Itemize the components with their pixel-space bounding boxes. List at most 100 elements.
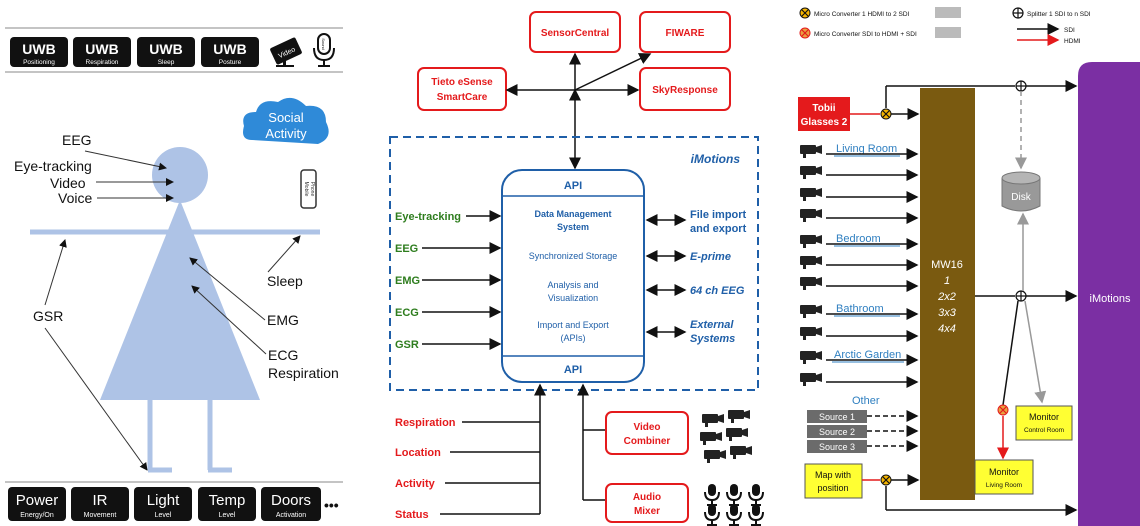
room-other: Other [852,395,880,407]
tile-sub: Respiration [86,59,119,66]
video-combiner-l1: Video [633,422,660,433]
tobii-l1: Tobii [812,103,835,114]
microphone-icon [704,503,720,526]
tile-title: IR [93,492,108,509]
box-item-4-l1: Import and Export [537,320,609,330]
mw16-mode-1: 1 [944,275,950,287]
microphone-icon [726,503,742,526]
node-audio-mixer: Audio Mixer [605,483,689,523]
phone-line1: Mobile [303,182,309,197]
room-bathroom: Bathroom [836,303,884,315]
box-item-4-l2: (APIs) [560,333,585,343]
tobii-glasses: Tobii Glasses 2 [798,97,850,131]
camera-icon [800,166,822,179]
input-activity: Activity [395,478,436,490]
tile-uwb-positioning: UWB Positioning [10,37,68,67]
node-sensorcentral: SensorCentral [529,11,621,53]
left-panel: UWB Positioning UWB Respiration UWB Slee… [5,27,343,521]
legend-converter2: Micro Converter SDI to HDMI + SDI [814,31,917,38]
output-external-l1: External [690,319,734,331]
camera-icon [728,410,750,423]
camera-icon [800,188,822,201]
ellipsis: ••• [324,497,339,513]
right-panel: Micro Converter 1 HDMI to 2 SDI Micro Co… [798,7,1140,526]
box-item-1-l2: System [557,222,589,232]
monitor-control-l1: Monitor [1029,412,1059,422]
node-fiware: FIWARE [639,11,731,53]
tile-sub: Sleep [158,59,175,66]
input-gsr: GSR [395,339,419,351]
tile-sub: Posture [219,59,242,66]
tile-temp: Temp Level [198,487,256,521]
tile-sub: Level [219,512,236,519]
output-64ch: 64 ch EEG [690,285,745,297]
tile-sub: Movement [84,512,117,519]
label-gsr: GSR [33,308,63,324]
microphone-icon [726,483,742,507]
api-bottom: API [564,364,582,376]
middle-panel: SensorCentral FIWARE Tieto eSense SmartC… [389,11,764,526]
mw16-block: MW16 1 2x2 3x3 4x4 [920,88,975,500]
tile-title: UWB [22,41,55,57]
tile-uwb-respiration: UWB Respiration [73,37,131,67]
mw16-mode-3x3: 3x3 [938,307,957,319]
tile-uwb-posture: UWB Posture [201,37,259,67]
camera-icon [800,327,822,340]
api-top: API [564,180,582,192]
map-l2: position [817,483,848,493]
mw16-mode-2x2: 2x2 [937,291,956,303]
label-emg: EMG [267,312,299,328]
sources: Source 1 Source 2 Source 3 [807,410,919,453]
map-with-position: Map with position [804,463,863,499]
room-living: Living Room [836,143,897,155]
input-eeg: EEG [395,243,418,255]
video-combiner-l2: Combiner [624,436,671,447]
microphone-icons [704,483,764,526]
label-sleep: Sleep [267,273,303,289]
input-emg: EMG [395,275,420,287]
top-sensor-tiles: UWB Positioning UWB Respiration UWB Slee… [10,33,335,67]
tile-title: UWB [213,41,246,57]
tile-title: UWB [85,41,118,57]
tieto-line1: Tieto eSense [431,77,493,88]
disk: Disk [1001,171,1041,212]
sensorcentral-label: SensorCentral [541,28,610,39]
output-file-l1: File import [690,209,747,221]
fiware-label: FIWARE [666,28,705,39]
social-activity-cloud: Social Activity [243,97,329,144]
camera-icon [800,305,822,318]
label-respiration: Respiration [268,365,339,381]
box-item-2: Synchronized Storage [529,251,618,261]
monitor-control-room: Monitor Control Room [1015,405,1073,441]
audio-mixer-l1: Audio [633,492,661,503]
camera-icon [800,235,822,248]
monitor-living-room: Monitor Living Room [974,459,1034,495]
label-voice: Voice [58,190,92,206]
mw16-title: MW16 [931,259,963,271]
camera-icon [702,414,724,427]
data-management-box [501,169,645,383]
disk-label: Disk [1011,192,1031,203]
map-l1: Map with [815,470,851,480]
node-skyresponse: SkyResponse [639,67,731,111]
room-arctic-garden: Arctic Garden [834,349,901,361]
camera-icon [700,432,722,445]
sound-label: Sound [321,38,326,50]
input-ecg: ECG [395,307,419,319]
box-item-3-l2: Visualization [548,293,598,303]
input-location: Location [395,447,441,459]
tile-sub: Activation [276,512,306,519]
social-line1: Social [268,110,304,125]
room-bedroom: Bedroom [836,233,881,245]
tile-sub: Energy/On [20,512,54,519]
tile-doors: Doors Activation [261,487,321,521]
camera-icon [800,145,822,158]
bottom-sensor-tiles: Power Energy/On IR Movement Light Level … [8,487,339,521]
microphone-icon [748,483,764,507]
output-external-l2: Systems [690,333,735,345]
output-file-l2: and export [690,223,747,235]
legend-splitter: Splitter 1 SDI to n SDI [1027,11,1091,18]
input-eye-tracking: Eye-tracking [395,211,461,223]
tile-ir: IR Movement [71,487,129,521]
camera-icons [700,410,752,463]
